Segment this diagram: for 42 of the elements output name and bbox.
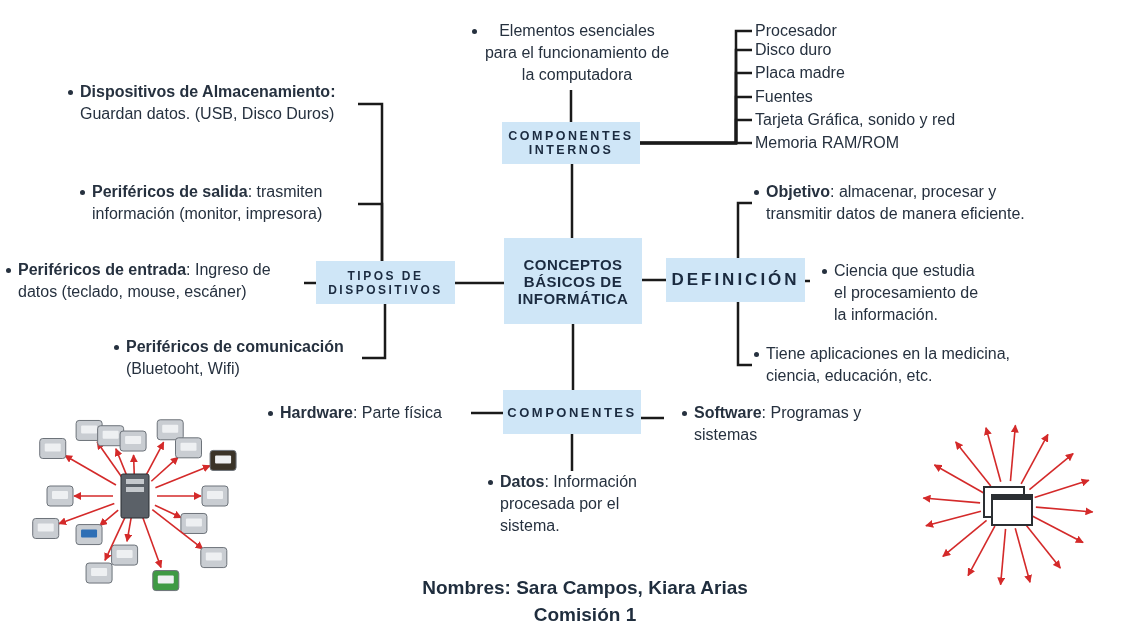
bullet-text: Software: Programas y sistemas	[694, 404, 862, 443]
bullet-text: Disco duro	[755, 41, 832, 58]
concept-box	[666, 258, 805, 302]
bullet-text: Procesador	[755, 22, 837, 39]
concept-title: CONCEPTOS BÁSICOS DE INFORMÁTICA	[516, 255, 630, 307]
connector-line	[569, 90, 573, 122]
bullet-text: Periféricos de salida: trasmiten información (monitor, impresora)	[92, 183, 323, 222]
bullet-text: Ciencia que estudia el procesamiento de la información.	[834, 262, 979, 323]
connector-line	[736, 302, 752, 367]
connector-line	[570, 434, 574, 471]
connector-line	[641, 416, 664, 420]
connector-line	[571, 324, 575, 390]
bullet-text: Memoria RAM/ROM	[755, 134, 899, 151]
footer-note: Nombres: Sara Campos, Kiara Arias	[421, 576, 749, 600]
connector-line	[471, 411, 503, 415]
bullet-text: Placa madre	[755, 64, 845, 81]
bullet-text: Periféricos de entrada: Ingreso de datos (teclado, mouse, escáner)	[18, 261, 271, 300]
connector-line	[640, 141, 752, 145]
bullet-text: Dispositivos de Almacenamiento: Guardan datos. (USB, Disco Duros)	[80, 83, 336, 122]
connector-line	[362, 304, 387, 360]
bullet-text: Fuentes	[755, 88, 813, 105]
concept-title: COMPONENTES	[506, 404, 638, 420]
bullet-text: Periféricos de comunicación (Bluetooht, Wifi)	[126, 338, 344, 377]
bullet-text: Tiene aplicaciones en la medicina, ciencia, educación, etc.	[766, 345, 1010, 384]
concept-title: DEFINICIÓN	[670, 270, 801, 290]
concept-box	[316, 261, 455, 304]
concept-box	[503, 390, 641, 434]
bullet-text: Datos: Información procesada por el sistema.	[500, 473, 637, 534]
bullet-text: Tarjeta Gráfica, sonido y red	[755, 111, 956, 128]
connector-line	[358, 202, 384, 261]
footer-note: Comisión 1	[532, 603, 638, 627]
connector-line	[455, 281, 504, 285]
bullet-text: Elementos esenciales para el funcionamiento de la computadora	[484, 22, 670, 83]
connector-line	[736, 201, 752, 258]
concept-title: COMPONENTES INTERNOS	[507, 129, 635, 157]
concept-title: TIPOS DE DISPOSITIVOS	[327, 268, 444, 297]
connector-line	[642, 278, 666, 282]
concept-box	[504, 238, 642, 324]
bullet-text: Hardware: Parte física	[280, 404, 442, 421]
bullet-text: Objetivo: almacenar, procesar y transmitir datos de manera eficiente.	[766, 183, 1025, 222]
concept-box	[502, 122, 640, 164]
connector-line	[570, 164, 574, 238]
